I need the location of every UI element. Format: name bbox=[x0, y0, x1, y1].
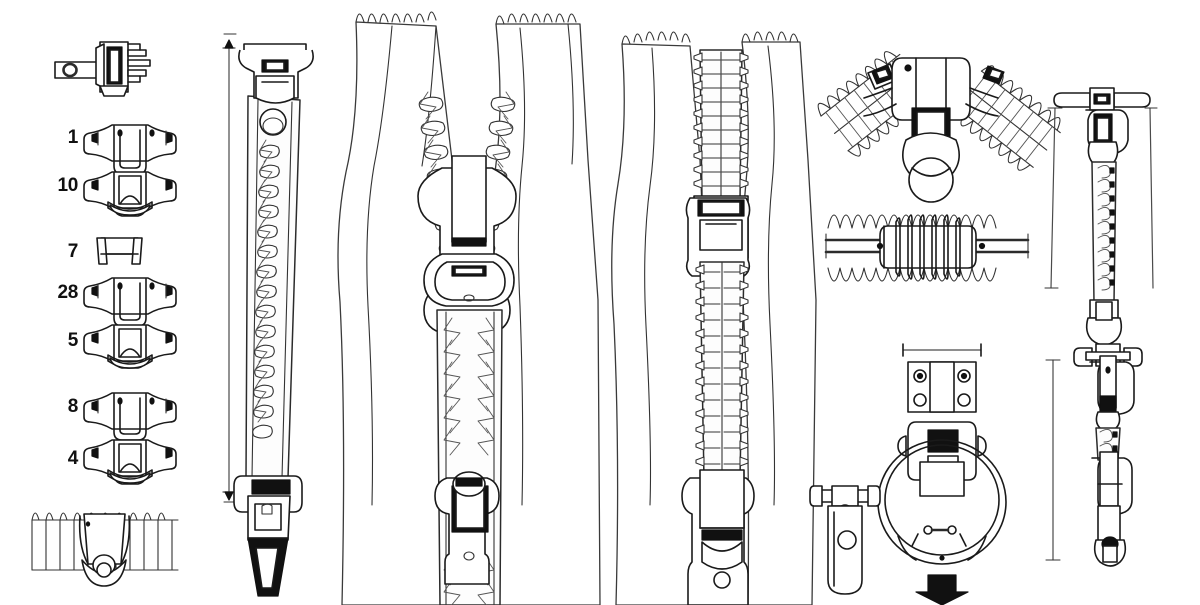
slider-on-teeth-top-view bbox=[31, 512, 179, 587]
closed-metal-zipper bbox=[233, 43, 314, 597]
part-label-8: 8 bbox=[67, 396, 79, 417]
t-pull-coil-zipper bbox=[1053, 87, 1151, 346]
dimension-right-lower bbox=[1045, 359, 1061, 561]
part-label-4: 4 bbox=[67, 448, 79, 469]
slider-body-top-4 bbox=[83, 439, 177, 485]
part-label-10: 10 bbox=[57, 175, 78, 196]
slider-body-top-28 bbox=[83, 277, 177, 327]
ring-pull-assembly bbox=[877, 343, 1007, 605]
slider-body-top-8 bbox=[83, 392, 177, 441]
coil-slider-splayed-tapes bbox=[817, 51, 1061, 203]
slider-body-top-10 bbox=[83, 171, 177, 217]
open-end-zipper bbox=[337, 11, 601, 605]
two-way-coil-zipper bbox=[1073, 343, 1143, 567]
part-label-7: 7 bbox=[67, 241, 79, 262]
slider-side-view bbox=[54, 41, 151, 97]
small-pull-tab bbox=[809, 485, 881, 595]
slider-body-top-5 bbox=[83, 324, 177, 369]
part-label-28: 28 bbox=[57, 282, 78, 303]
top-stop-bracket-7 bbox=[96, 237, 143, 265]
dimension-right-upper bbox=[1044, 107, 1158, 289]
part-label-5: 5 bbox=[67, 330, 79, 351]
coil-chain-detail bbox=[824, 214, 1030, 282]
part-label-1: 1 bbox=[67, 127, 79, 148]
molded-tooth-zipper bbox=[611, 31, 817, 605]
